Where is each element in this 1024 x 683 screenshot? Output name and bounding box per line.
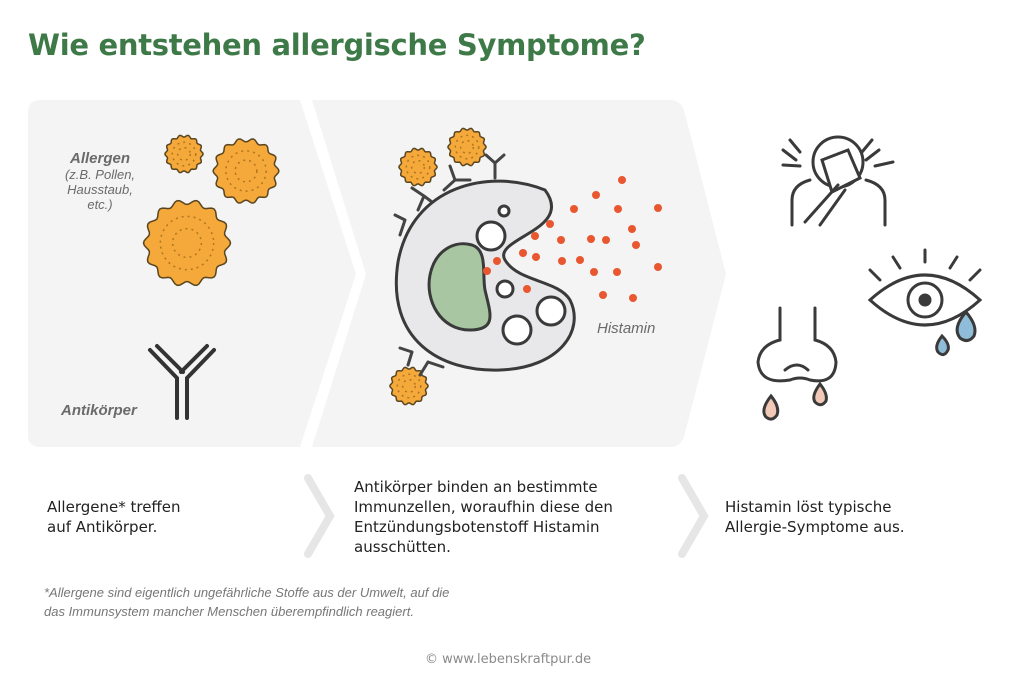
text-line: Antikörper binden an bestimmte <box>354 478 598 496</box>
histamine-dot <box>587 235 595 243</box>
text-line: ausschütten. <box>354 538 451 556</box>
histamine-dot <box>546 220 554 228</box>
footnote-line: das Immunsystem mancher Menschen überemp… <box>44 604 414 619</box>
immune-cell-icon <box>393 153 576 377</box>
histamine-dot <box>613 268 621 276</box>
histamine-dot <box>557 236 565 244</box>
footnote-line: *Allergene sind eigentlich ungefährliche… <box>44 585 450 600</box>
histamine-dot <box>654 263 662 271</box>
histamine-dot <box>523 285 531 293</box>
text-line: auf Antikörper. <box>47 518 158 536</box>
allergen-pollen-icon <box>398 147 438 187</box>
histamine-dot <box>599 291 607 299</box>
histamine-dot <box>519 249 527 257</box>
histamine-dot <box>629 294 637 302</box>
histamine-label: Histamin <box>597 320 656 337</box>
allergen-example: etc.) <box>87 197 113 212</box>
histamine-dot <box>614 205 622 213</box>
chevron-separator-1 <box>304 474 335 558</box>
histamine-dot <box>654 204 662 212</box>
text-line: Histamin löst typische <box>725 498 892 516</box>
histamine-dot <box>592 191 600 199</box>
antibody-label: Antikörper <box>61 402 137 419</box>
allergen-pollen-icon <box>164 134 204 174</box>
allergen-pollen-icon <box>142 199 232 287</box>
step-1-text: Allergene* treffen auf Antikörper. <box>47 497 181 537</box>
step-3-text: Histamin löst typische Allergie-Symptome… <box>725 497 905 537</box>
chevron-separator-2 <box>678 474 709 558</box>
histamine-dot <box>558 257 566 265</box>
histamine-dot <box>590 268 598 276</box>
text-line: Allergene* treffen <box>47 498 181 516</box>
sneezing-person-icon <box>781 135 895 227</box>
histamine-dot <box>531 232 539 240</box>
allergen-label: Allergen <box>69 150 130 167</box>
runny-nose-icon <box>756 306 838 421</box>
allergen-example: Hausstaub, <box>67 182 133 197</box>
histamine-dot <box>493 257 501 265</box>
histamine-dot <box>632 241 640 249</box>
step-2-text: Antikörper binden an bestimmte Immunzell… <box>354 477 613 557</box>
allergen-example: (z.B. Pollen, <box>64 167 136 182</box>
histamine-dot <box>628 225 636 233</box>
page-title: Wie entstehen allergische Symptome? <box>28 28 646 62</box>
histamine-dot <box>576 256 584 264</box>
watery-eye-icon <box>867 248 983 357</box>
antibody-icon <box>148 344 216 420</box>
histamine-dot <box>570 205 578 213</box>
text-line: Allergie-Symptome aus. <box>725 518 905 536</box>
text-line: Immunzellen, woraufhin diese den <box>354 498 613 516</box>
allergen-pollen-icon <box>212 138 280 204</box>
copyright: © www.lebenskraftpur.de <box>425 652 592 667</box>
footnote: *Allergene sind eigentlich ungefährliche… <box>44 583 449 621</box>
histamine-dot <box>532 253 540 261</box>
histamine-dot <box>483 267 491 275</box>
allergen-pollen-icon <box>447 127 487 167</box>
histamine-dot <box>602 236 610 244</box>
text-line: Entzündungsbotenstoff Histamin <box>354 518 600 536</box>
allergen-pollen-icon <box>389 366 429 406</box>
histamine-dot <box>618 176 626 184</box>
